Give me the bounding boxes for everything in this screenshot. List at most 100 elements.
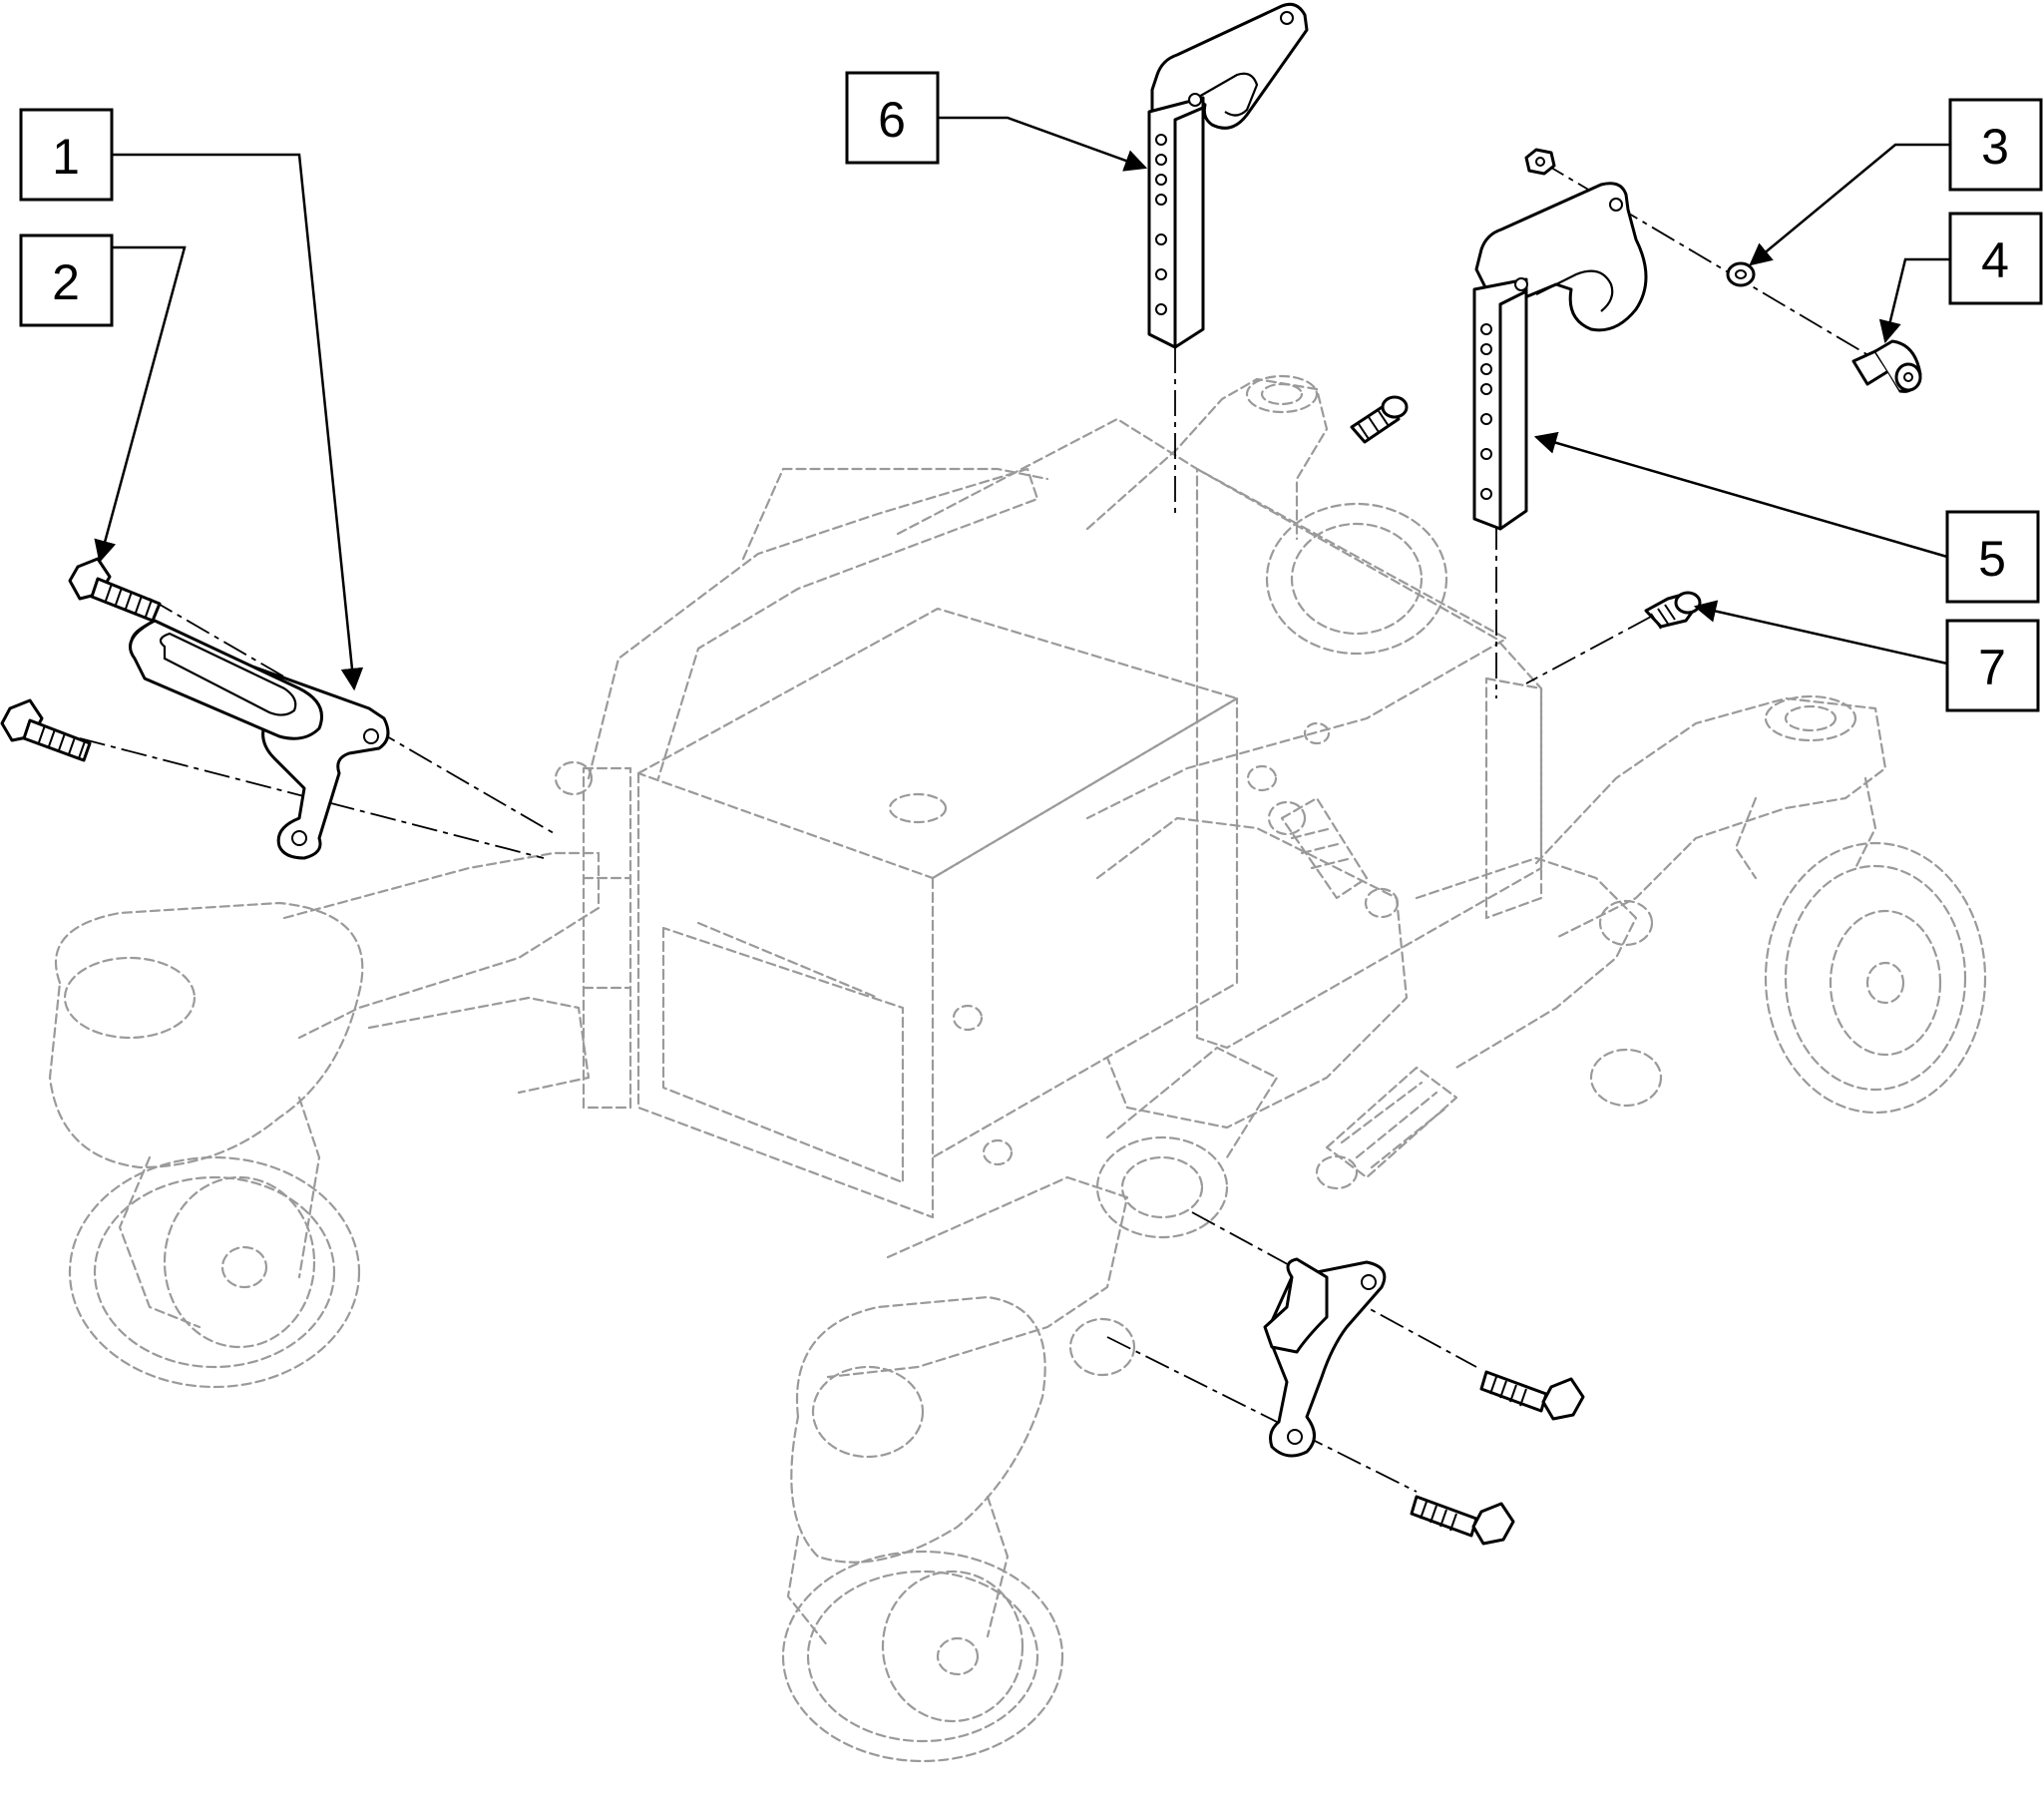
part-6-hole [1155, 303, 1167, 315]
left-front-wheel-axle [220, 1245, 268, 1289]
right-shock-bottom-mount [1364, 887, 1400, 919]
callout-2-box [19, 233, 114, 327]
base-seat-box-front [636, 771, 935, 1219]
callout-4: 4 [1948, 212, 2043, 305]
lower-left-hex-bolt [0, 698, 92, 762]
part-2-hex-bolt [68, 557, 162, 623]
base-right-post [1484, 676, 1543, 920]
leader-7 [1693, 600, 1948, 666]
right-suspension-link [1415, 856, 1638, 1070]
callout-1-label: 1 [52, 129, 80, 185]
part-1-hole [291, 830, 307, 846]
part-5-hole [1480, 383, 1492, 395]
callout-2: 2 [19, 233, 114, 327]
part-5-hole [1480, 323, 1492, 335]
callout-7: 7 [1945, 619, 2040, 712]
front-wheel [781, 1550, 1064, 1763]
part-5-pin-hole [1514, 277, 1528, 291]
right-caster-pivot [1764, 694, 1857, 742]
part-5-hole [1480, 343, 1492, 355]
upper-small-bolt [1350, 395, 1409, 444]
rear-drive-wheel [1265, 502, 1448, 656]
right-rear-wheel-tread [1784, 864, 1967, 1092]
leader-6 [938, 116, 1148, 172]
assembly-axes [79, 161, 1901, 1493]
leader-4 [1878, 257, 1950, 344]
callout-6: 6 [845, 71, 940, 165]
front-bracket-hook [1263, 1257, 1329, 1354]
leader-1 [112, 153, 364, 691]
front-wheel-hub [881, 1570, 1024, 1723]
callout-5-label: 5 [1978, 531, 2006, 587]
front-caster-arm [826, 1175, 1129, 1379]
right-caster-pivot-inner [1784, 704, 1838, 732]
callout-3: 3 [1948, 98, 2043, 192]
front-drive-link [1105, 1046, 1279, 1159]
base-inner-frame [661, 921, 905, 1184]
callout-5-box [1945, 510, 2040, 604]
right-rear-wheel-hub [1829, 909, 1942, 1057]
front-upper-hex-bolt [1479, 1370, 1585, 1421]
leader-3 [1749, 143, 1950, 266]
leader-2 [94, 245, 187, 564]
axis-parts-3-4 [1540, 161, 1901, 375]
base-top-plate [896, 417, 1508, 820]
callout-4-label: 4 [1981, 232, 2009, 288]
axis-front-lower-bolt [1106, 1336, 1418, 1493]
lower-shock-mount [1315, 1154, 1359, 1190]
rear-caster-pivot [1245, 374, 1319, 414]
front-wheel-tread [806, 1570, 1039, 1743]
front-arm-pivot [1068, 1317, 1136, 1377]
left-front-wheel-hub [163, 1175, 316, 1349]
part-6-loop-inner [1196, 72, 1259, 117]
base-center-hole [888, 792, 948, 824]
part-1-left-bracket [129, 619, 390, 860]
rear-caster-pivot-inner [1260, 382, 1304, 406]
part-5-hole [1480, 488, 1492, 500]
callout-7-label: 7 [1978, 640, 2006, 695]
part-6-hole [1155, 134, 1167, 146]
rear-drive-wheel-tread [1290, 522, 1424, 636]
base-seat-box-side [931, 696, 1239, 1159]
right-caster-fork [1734, 776, 1877, 880]
part-6-hole [1155, 268, 1167, 280]
part-6-pin-hole [1188, 93, 1202, 107]
part-6-hole [1155, 174, 1167, 186]
callout-4-box [1948, 212, 2043, 305]
base-seat-box [636, 607, 1239, 880]
front-caster-fork [786, 1495, 1010, 1648]
callout-3-box [1948, 98, 2043, 192]
part-5-pin-hole [1609, 198, 1623, 212]
front-bracket-hole [1361, 1274, 1377, 1290]
callout-6-box [845, 71, 940, 165]
part-6-hole [1155, 233, 1167, 245]
part-5-rear-handle [1472, 182, 1648, 531]
base-left-post [582, 766, 632, 1110]
left-post-knob [554, 760, 594, 796]
right-shock-top-mount [1267, 800, 1307, 836]
axis-part-7 [1525, 616, 1652, 684]
part-7-screw [1644, 591, 1702, 630]
callout-5: 5 [1945, 510, 2040, 604]
lower-shock-absorber [1325, 1066, 1458, 1179]
left-caster-arm-lower [367, 996, 591, 1095]
right-link-pivot [1598, 899, 1654, 947]
base-rear-left-post [741, 467, 1049, 561]
part-nut [1524, 148, 1556, 176]
front-lower-hex-bolt [1410, 1495, 1515, 1546]
right-shock-absorber [1280, 796, 1369, 900]
part-6-rear-handle [1147, 2, 1309, 349]
front-wheel-axle [936, 1636, 980, 1676]
left-front-wheel [68, 1155, 361, 1389]
callout-1-box [19, 108, 114, 202]
front-drive-hub [1095, 1135, 1229, 1239]
part-6-post-front [1173, 106, 1205, 349]
callout-2-label: 2 [52, 254, 80, 310]
callout-1: 1 [19, 108, 114, 202]
part-3-washer [1726, 261, 1756, 287]
base-right-side-plate [1195, 467, 1543, 1050]
wheelchair-base-ghost [48, 374, 1987, 1763]
right-lower-pivot [1589, 1048, 1663, 1108]
base-fastener-b [952, 1004, 984, 1032]
part-4-shoulder-bolt [1851, 339, 1922, 393]
